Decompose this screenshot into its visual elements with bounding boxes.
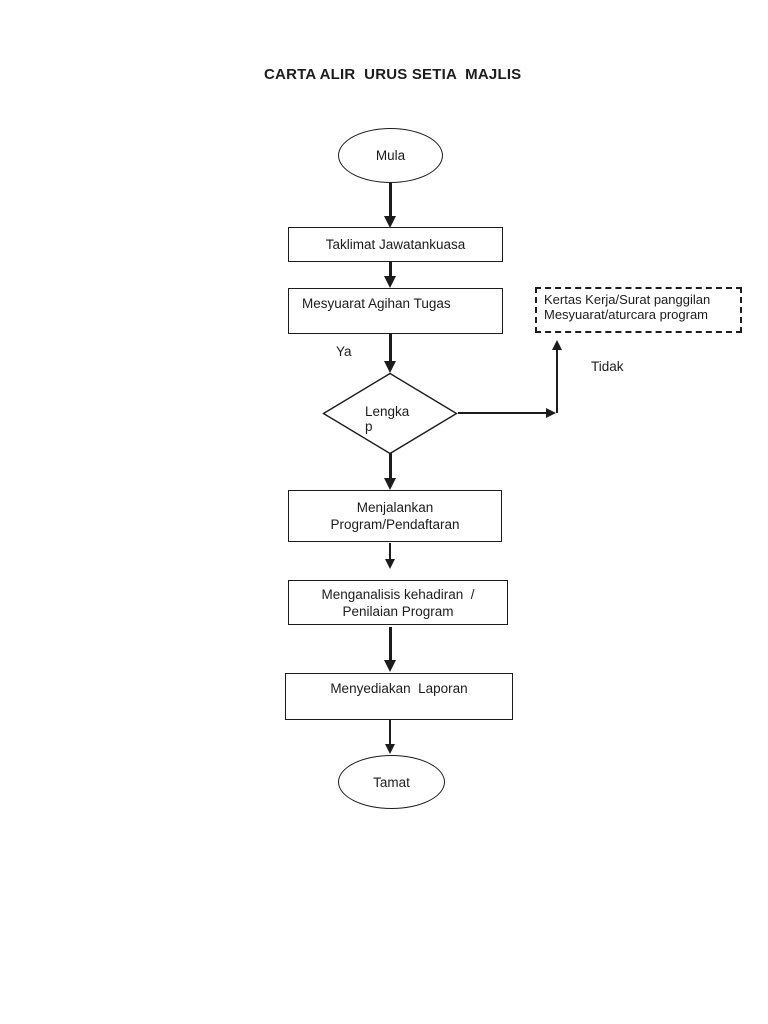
node-menyediakan-label: Menyediakan Laporan bbox=[330, 681, 468, 696]
decision-label-line1: Lengka bbox=[365, 404, 410, 419]
decision-label: Lengka p bbox=[365, 404, 409, 434]
node-taklimat-label: Taklimat Jawatankuasa bbox=[325, 237, 466, 252]
arrow-decision-yes-head bbox=[384, 478, 396, 490]
node-mesyuarat: Mesyuarat Agihan Tugas bbox=[288, 288, 503, 334]
node-end: Tamat bbox=[338, 755, 445, 809]
node-menganalisis: Menganalisis kehadiran / Penilaian Progr… bbox=[288, 580, 508, 625]
arrow-mesyuarat-to-decision-line bbox=[388, 334, 392, 362]
node-kertas-kerja-line2: Mesyuarat/aturcara program bbox=[544, 307, 709, 322]
arrow-menyediakan-to-tamat-head bbox=[385, 744, 395, 754]
node-menganalisis-line2: Penilaian Program bbox=[342, 603, 454, 619]
arrow-decision-no-line bbox=[458, 412, 546, 414]
arrow-taklimat-to-mesyuarat-head bbox=[384, 276, 396, 288]
arrow-menganalisis-to-menyediakan-line bbox=[388, 627, 392, 661]
arrow-decision-yes-line bbox=[388, 453, 392, 479]
edge-label-ya: Ya bbox=[336, 344, 352, 359]
arrow-no-to-kertas-line bbox=[556, 350, 558, 413]
node-menyediakan: Menyediakan Laporan bbox=[285, 673, 513, 720]
node-taklimat: Taklimat Jawatankuasa bbox=[288, 227, 503, 262]
arrow-taklimat-to-mesyuarat-line bbox=[388, 262, 392, 278]
arrow-decision-no-head bbox=[546, 407, 556, 418]
node-menjalankan-line1: Menjalankan bbox=[356, 500, 434, 515]
node-mesyuarat-label: Mesyuarat Agihan Tugas bbox=[302, 296, 451, 311]
node-kertas-kerja: Kertas Kerja/Surat panggilan Mesyuarat/a… bbox=[535, 287, 742, 333]
decision-label-line2: p bbox=[365, 419, 373, 434]
node-menganalisis-line1: Menganalisis kehadiran / bbox=[321, 586, 475, 602]
arrow-menyediakan-to-tamat-line bbox=[389, 720, 391, 745]
node-kertas-kerja-line1: Kertas Kerja/Surat panggilan bbox=[544, 292, 711, 307]
node-start: Mula bbox=[338, 128, 443, 183]
arrow-menjalankan-to-menganalisis-head bbox=[385, 559, 395, 569]
arrow-menjalankan-to-menganalisis-line bbox=[389, 543, 391, 560]
node-end-label: Tamat bbox=[373, 774, 410, 790]
arrow-mesyuarat-to-decision-head bbox=[384, 361, 396, 373]
node-menjalankan: Menjalankan Program/Pendaftaran bbox=[288, 490, 502, 542]
page-title: CARTA ALIR URUS SETIA MAJLIS bbox=[264, 66, 522, 83]
edge-label-tidak: Tidak bbox=[591, 359, 624, 374]
arrow-no-to-kertas-head bbox=[551, 340, 562, 350]
node-menjalankan-line2: Program/Pendaftaran bbox=[330, 517, 460, 532]
node-start-label: Mula bbox=[375, 148, 406, 163]
arrow-menganalisis-to-menyediakan-head bbox=[384, 660, 396, 672]
arrow-start-to-taklimat-head bbox=[384, 216, 396, 228]
arrow-start-to-taklimat-line bbox=[388, 183, 392, 217]
